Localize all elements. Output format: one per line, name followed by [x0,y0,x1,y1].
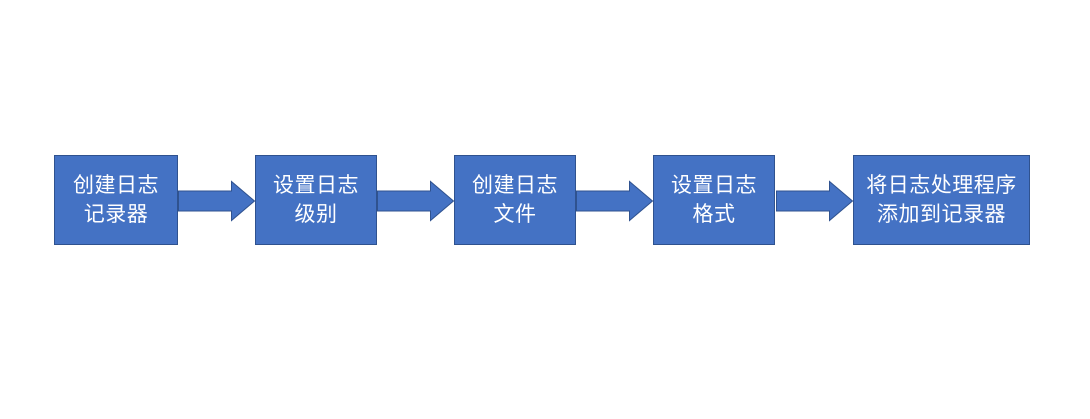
step-label-line: 设置日志 [273,174,359,197]
step-label-line: 格式 [692,203,736,226]
step-label-line: 文件 [493,203,537,226]
step-label-line: 创建日志 [472,174,558,197]
arrow-right-icon [178,180,256,222]
step-label-line: 设置日志 [671,174,757,197]
flow-step-create-logger: 创建日志 记录器 [54,155,178,245]
step-label-line: 级别 [294,203,338,226]
flow-step-set-log-level: 设置日志 级别 [255,155,377,245]
step-label-line: 创建日志 [73,174,159,197]
step-label-line: 将日志处理程序 [866,174,1017,197]
flow-step-set-log-format: 设置日志 格式 [653,155,775,245]
arrow-right-icon [576,180,654,222]
step-label-line: 记录器 [83,203,149,226]
flow-step-add-handler-to-logger: 将日志处理程序 添加到记录器 [853,155,1030,245]
flow-step-create-log-file: 创建日志 文件 [454,155,576,245]
arrow-right-icon [776,180,854,222]
step-label-line: 添加到记录器 [877,203,1006,226]
arrow-right-icon [377,180,455,222]
